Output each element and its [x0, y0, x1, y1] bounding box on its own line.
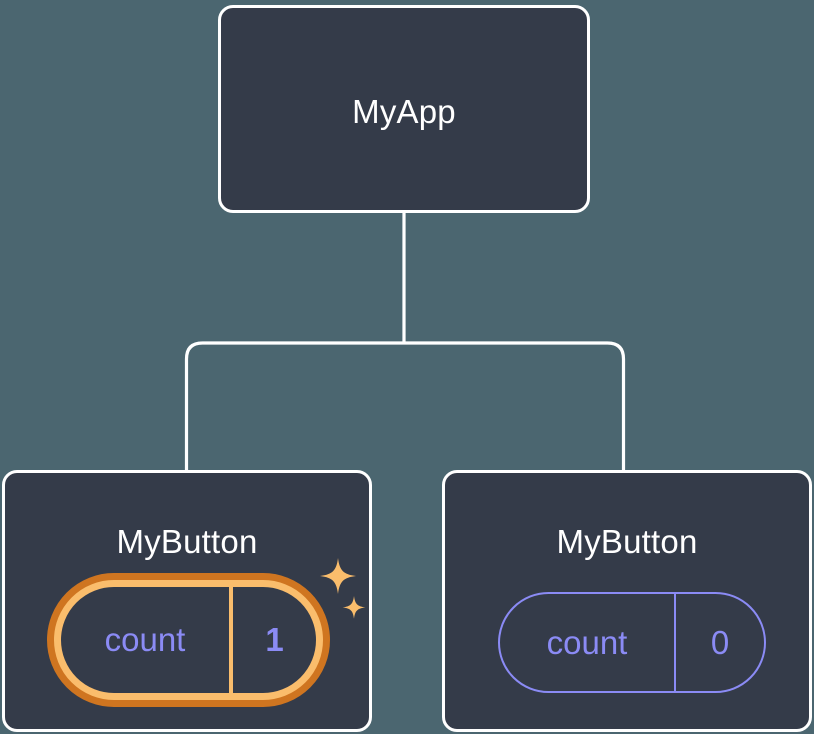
state-pill-highlighted[interactable]: count 1 — [47, 573, 330, 707]
component-node-root[interactable]: MyApp — [218, 5, 590, 213]
node-title-root: MyApp — [352, 93, 456, 130]
state-key-label: count — [61, 587, 233, 693]
state-pill-outer-ring — [47, 573, 330, 707]
node-title-mybutton-right: MyButton — [556, 523, 698, 560]
component-node-mybutton-right[interactable]: MyButton count 0 — [442, 470, 812, 732]
component-node-mybutton-left[interactable]: MyButton count 1 — [2, 470, 372, 732]
connector-branch-bar — [184, 341, 626, 470]
state-value-label: 0 — [710, 623, 730, 661]
state-pill-plain[interactable]: count 0 — [498, 592, 766, 693]
state-pill-inner-ring: count 1 — [54, 580, 323, 700]
state-value-label: 1 — [265, 621, 284, 658]
node-title-mybutton-left: MyButton — [116, 523, 258, 560]
state-key-label: count — [500, 594, 676, 691]
